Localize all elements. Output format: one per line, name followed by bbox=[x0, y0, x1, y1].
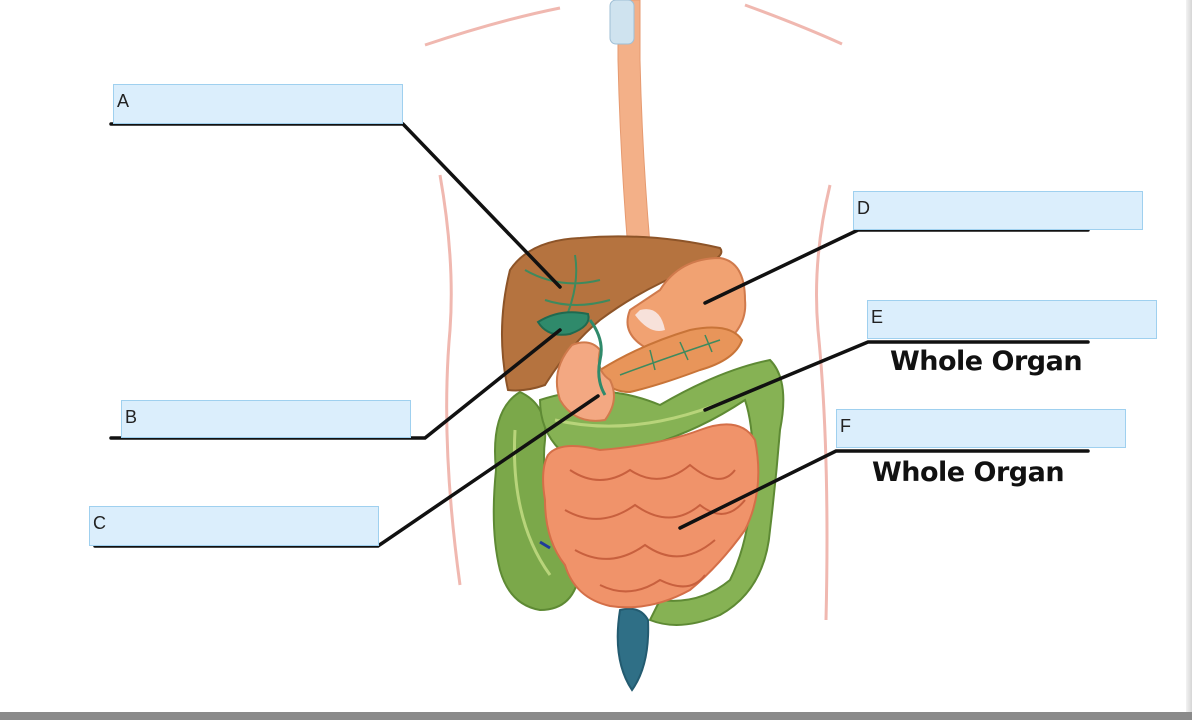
leader-line-c bbox=[93, 394, 600, 548]
caption-f: Whole Organ bbox=[872, 457, 1065, 488]
label-box-b[interactable]: B bbox=[121, 400, 411, 438]
pancreas bbox=[598, 326, 744, 394]
bottom-bar bbox=[0, 712, 1192, 720]
body-outline bbox=[424, 3, 843, 621]
label-box-e[interactable]: E bbox=[867, 300, 1157, 339]
appendix-marker bbox=[539, 540, 551, 550]
trachea bbox=[609, 0, 635, 45]
rectum bbox=[616, 607, 650, 692]
gallbladder bbox=[536, 311, 590, 336]
label-letter-d: D bbox=[857, 198, 870, 218]
leader-line-f bbox=[678, 449, 1090, 530]
label-letter-f: F bbox=[840, 416, 851, 436]
label-letter-b: B bbox=[125, 407, 138, 427]
bile-duct bbox=[588, 319, 607, 396]
duodenum bbox=[556, 341, 615, 422]
label-box-d[interactable]: D bbox=[853, 191, 1143, 230]
label-letter-c: C bbox=[93, 513, 106, 533]
leader-line-d bbox=[703, 228, 1090, 305]
leader-line-a bbox=[109, 122, 562, 289]
leader-line-b bbox=[109, 328, 562, 440]
leader-lines bbox=[93, 122, 1090, 548]
label-box-c[interactable]: C bbox=[89, 506, 379, 546]
label-box-a[interactable]: A bbox=[113, 84, 403, 124]
leader-line-e bbox=[703, 340, 1090, 412]
label-box-f[interactable]: F bbox=[836, 409, 1126, 448]
caption-e: Whole Organ bbox=[890, 346, 1083, 377]
window-edge bbox=[1186, 0, 1192, 712]
small-intestine bbox=[542, 423, 760, 609]
label-letter-a: A bbox=[117, 91, 130, 111]
label-letter-e: E bbox=[871, 307, 884, 327]
